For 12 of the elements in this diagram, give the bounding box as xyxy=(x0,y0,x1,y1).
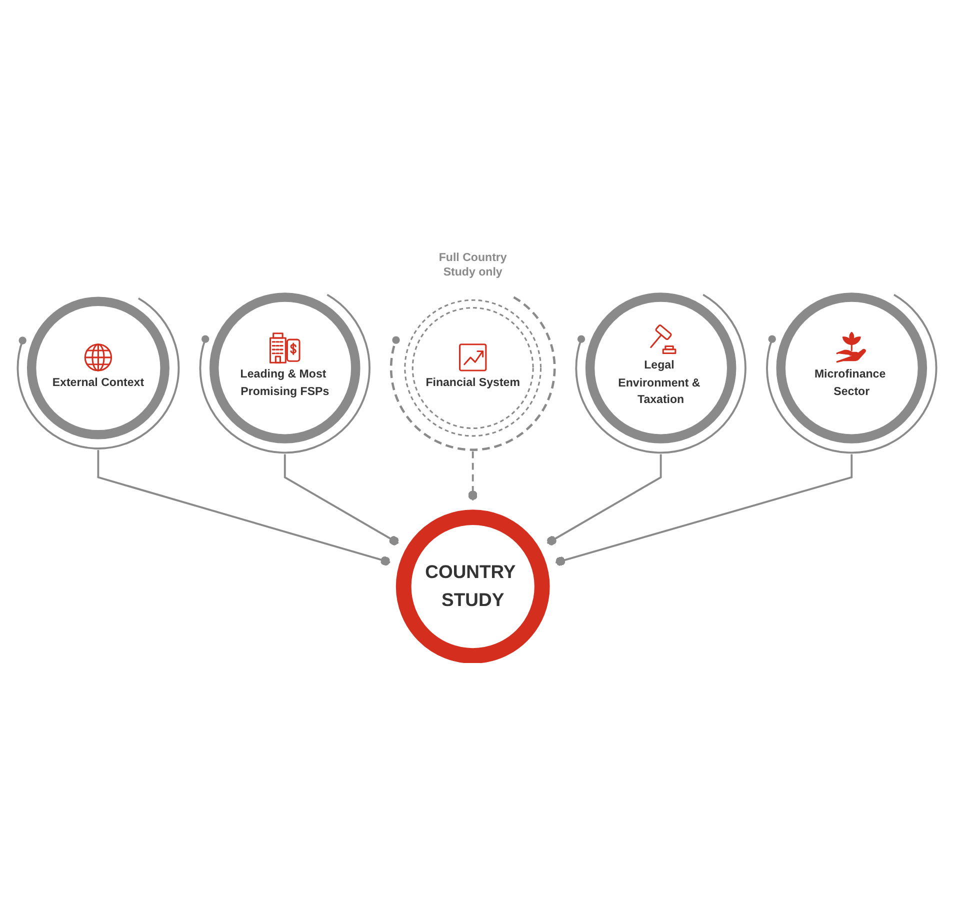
node-circle: Financial System xyxy=(404,299,542,436)
node-circle: COUNTRY STUDY xyxy=(396,509,550,664)
node-circle: External Context xyxy=(26,296,170,440)
connector xyxy=(555,454,853,566)
connector xyxy=(468,451,478,500)
connector xyxy=(284,454,399,546)
connector xyxy=(546,454,662,546)
node-circle: Microfinance Sector xyxy=(776,292,928,444)
node-circle: Legal Environment & Taxation xyxy=(585,292,736,444)
side-note: Full Country Study only xyxy=(438,250,507,279)
connector xyxy=(97,450,390,566)
node-circle: Leading & Most Promising FSPs xyxy=(209,292,360,444)
